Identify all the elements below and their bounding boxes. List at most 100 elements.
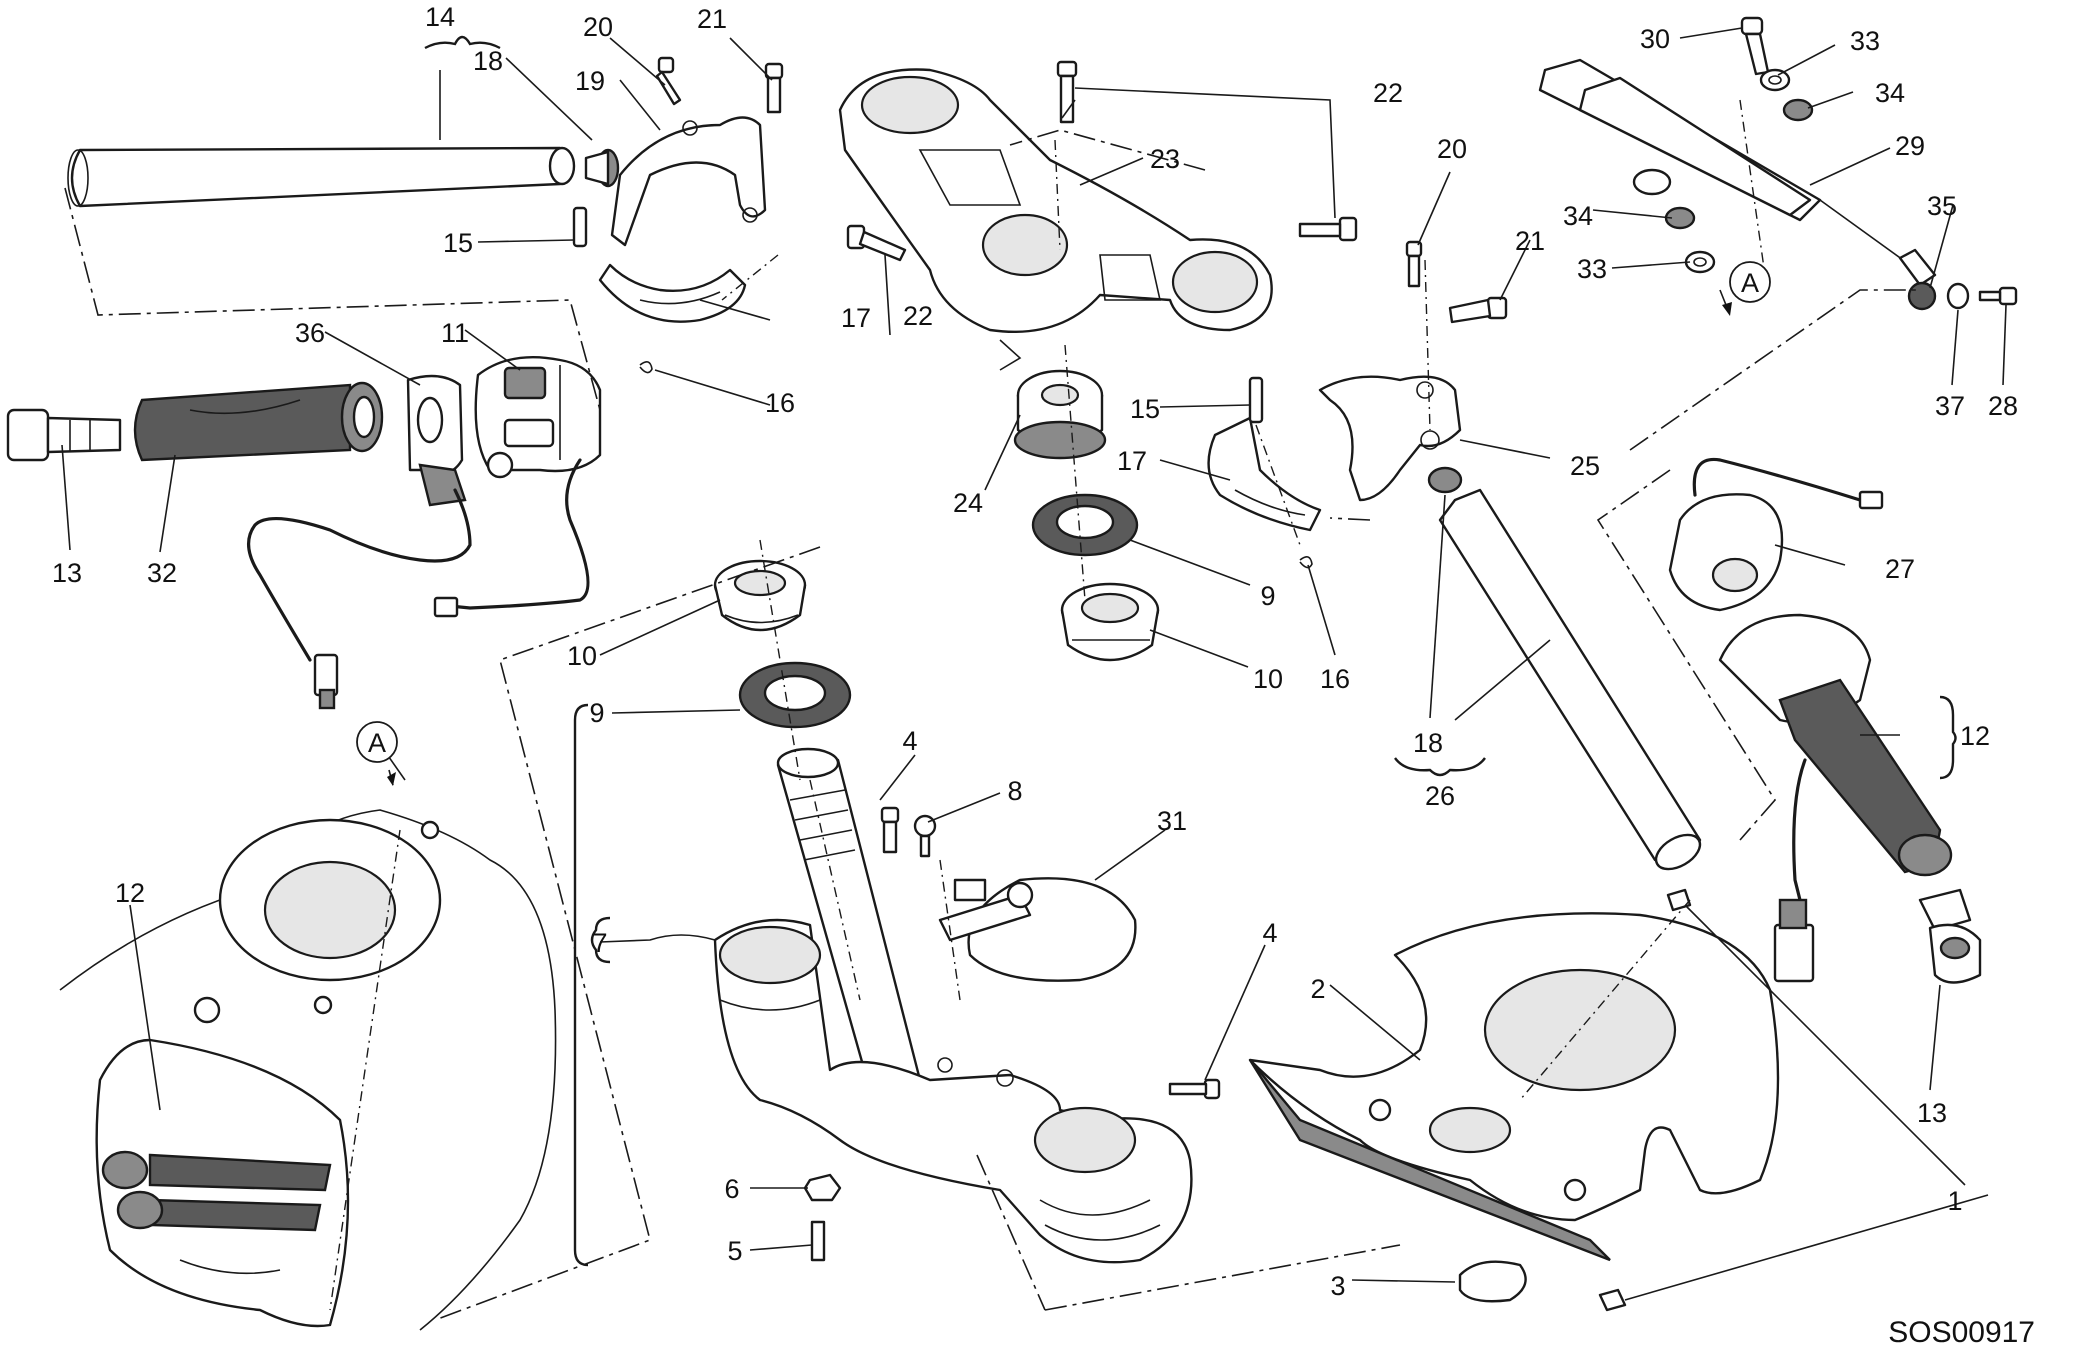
lower-yoke-7 (713, 918, 1193, 1264)
callout-13-left: 13 (52, 558, 82, 588)
nut-6 (803, 1173, 842, 1202)
horn-31 (938, 877, 1137, 982)
callout-23: 23 (1150, 144, 1180, 174)
shield-2 (1248, 912, 1780, 1262)
steering-nut-24 (1013, 369, 1107, 460)
callout-13-right: 13 (1917, 1098, 1947, 1128)
plug-18-right (1427, 466, 1463, 494)
svg-text:A: A (1741, 268, 1759, 298)
callout-10-left: 10 (567, 641, 597, 671)
screw-22-left (846, 224, 907, 262)
assembly-outlines (64, 99, 1920, 1321)
tank-section (59, 809, 557, 1331)
screw-4-left (880, 806, 900, 854)
callout-4-left: 4 (902, 726, 917, 756)
callout-4-right: 4 (1262, 918, 1277, 948)
callout-34-mid: 34 (1563, 201, 1593, 231)
screw-22-top (1056, 60, 1078, 124)
callout-31: 31 (1157, 806, 1187, 836)
stem-tube (776, 747, 922, 1092)
screw-8 (913, 814, 937, 858)
throttle-housing-36 (406, 374, 467, 507)
circlip-16-right (1299, 556, 1313, 569)
callout-12-left: 12 (115, 878, 145, 908)
callout-21-left: 21 (697, 4, 727, 34)
switch-wiring (247, 458, 590, 710)
screw-21-right (1448, 296, 1508, 324)
view-reference-a-left: A (356, 721, 398, 786)
callout-35: 35 (1927, 191, 1957, 221)
callout-14: 14 (425, 2, 455, 32)
leader-lines (61, 27, 2007, 1301)
callout-34-top: 34 (1875, 78, 1905, 108)
bearing-10-left (713, 559, 807, 632)
pin-15 (572, 206, 588, 248)
callout-9-left: 9 (589, 698, 604, 728)
callout-24: 24 (953, 488, 983, 518)
callout-18-left: 18 (473, 46, 503, 76)
callout-20-right: 20 (1437, 134, 1467, 164)
seal-9-left (738, 661, 852, 729)
pin-15-right (1248, 376, 1264, 424)
upper-clamp-19 (610, 116, 767, 247)
screw-4-right (1168, 1078, 1221, 1100)
top-yoke-23 (838, 68, 1273, 371)
bar-end-13-right (1918, 888, 1982, 984)
svg-text:A: A (368, 728, 386, 758)
screw-1-top (1666, 888, 1692, 912)
callout-32: 32 (147, 558, 177, 588)
callout-22-left: 22 (903, 301, 933, 331)
callout-numbers: 14 18 19 20 21 15 17 16 36 11 13 32 22 2… (52, 2, 2018, 1301)
switch-housing-11 (474, 355, 602, 479)
callout-22-top: 22 (1373, 78, 1403, 108)
callout-19: 19 (575, 66, 605, 96)
callout-3: 3 (1330, 1271, 1345, 1301)
callout-27: 27 (1885, 554, 1915, 584)
seal-9-top (1031, 493, 1139, 557)
callout-16-right: 16 (1320, 664, 1350, 694)
right-clamp-upper-25 (1318, 375, 1462, 502)
screw-20-right (1405, 240, 1423, 288)
callout-16-left: 16 (765, 388, 795, 418)
washer-37 (1946, 282, 1970, 310)
callout-5: 5 (727, 1236, 742, 1266)
callout-25: 25 (1570, 451, 1600, 481)
braces (424, 35, 1957, 1267)
end-plug-18 (584, 148, 620, 188)
washer-33-mid (1684, 250, 1716, 274)
callout-33-top: 33 (1850, 26, 1880, 56)
left-handlebar-tube (67, 146, 576, 208)
washer-33-top (1759, 68, 1791, 92)
callout-6: 6 (724, 1174, 739, 1204)
screw-20 (655, 56, 682, 106)
right-handlebar-tube (1438, 488, 1702, 871)
drawing-reference-code: SOS00917 (1888, 1316, 2035, 1349)
screw-22-right (1298, 216, 1358, 242)
callout-33-mid: 33 (1577, 254, 1607, 284)
lower-clamp-17 (598, 263, 747, 323)
callout-21-right: 21 (1515, 226, 1545, 256)
screw-1-bottom (1598, 1288, 1627, 1312)
throttle-housing-27 (1668, 457, 1884, 612)
callout-7: 7 (592, 928, 607, 958)
callout-12-right: 12 (1960, 721, 1990, 751)
callout-26: 26 (1425, 781, 1455, 811)
throttle-grip-12 (1718, 613, 1953, 983)
bolt-28 (1978, 286, 2018, 306)
callout-20-left: 20 (583, 12, 613, 42)
callout-8: 8 (1007, 776, 1022, 806)
callout-29: 29 (1895, 131, 1925, 161)
steering-damper-29 (1538, 58, 1937, 287)
right-clamp-lower-17 (1207, 416, 1322, 532)
bush-34-top (1782, 98, 1814, 122)
damper-bolt-30 (1740, 16, 1770, 76)
callout-10-right: 10 (1253, 664, 1283, 694)
bar-end-13 (6, 408, 122, 462)
view-reference-a-right: A (1719, 261, 1771, 316)
screw-21 (764, 62, 784, 114)
callout-17-right: 17 (1117, 446, 1147, 476)
callout-15-left: 15 (443, 228, 473, 258)
callout-18-right: 18 (1413, 728, 1443, 758)
callout-9-top: 9 (1260, 581, 1275, 611)
